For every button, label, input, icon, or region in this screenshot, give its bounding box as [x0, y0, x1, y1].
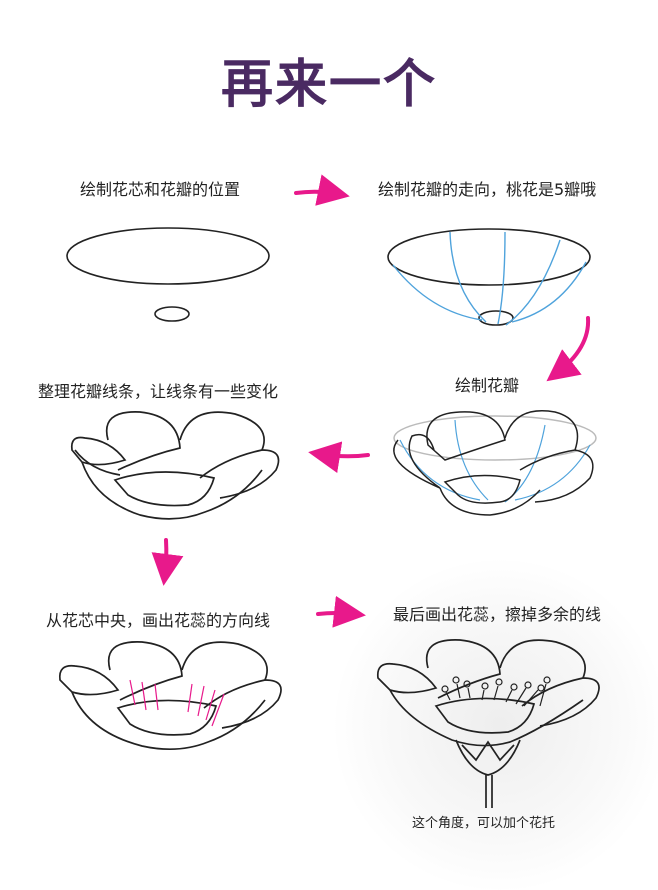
- step-3-sketch: [393, 410, 597, 516]
- step-2-label: 绘制花瓣的走向，桃花是5瓣哦: [378, 180, 597, 199]
- arrow-right-1: [294, 174, 350, 206]
- arrow-down-left: [151, 538, 184, 586]
- step-4-label: 整理花瓣线条，让线条有一些变化: [38, 382, 279, 401]
- background-glow: [335, 560, 658, 890]
- step-5-label: 从花芯中央，画出花蕊的方向线: [46, 611, 271, 630]
- step-4-sketch: [70, 411, 280, 520]
- calyx-note: 这个角度，可以加个花托: [412, 816, 556, 831]
- step-2-sketch: [387, 228, 591, 326]
- step-1-sketch: [66, 227, 270, 322]
- step-5-sketch: [58, 641, 282, 751]
- step-6-sketch: [376, 639, 600, 808]
- arrow-right-2: [316, 595, 366, 628]
- page-title: 再来一个: [220, 55, 437, 115]
- arrow-left: [308, 441, 370, 473]
- step-1-label: 绘制花芯和花瓣的位置: [80, 180, 241, 199]
- arrow-down-right: [546, 316, 591, 382]
- step-3-label: 绘制花瓣: [455, 376, 520, 395]
- step-6-label: 最后画出花蕊，擦掉多余的线: [393, 605, 602, 624]
